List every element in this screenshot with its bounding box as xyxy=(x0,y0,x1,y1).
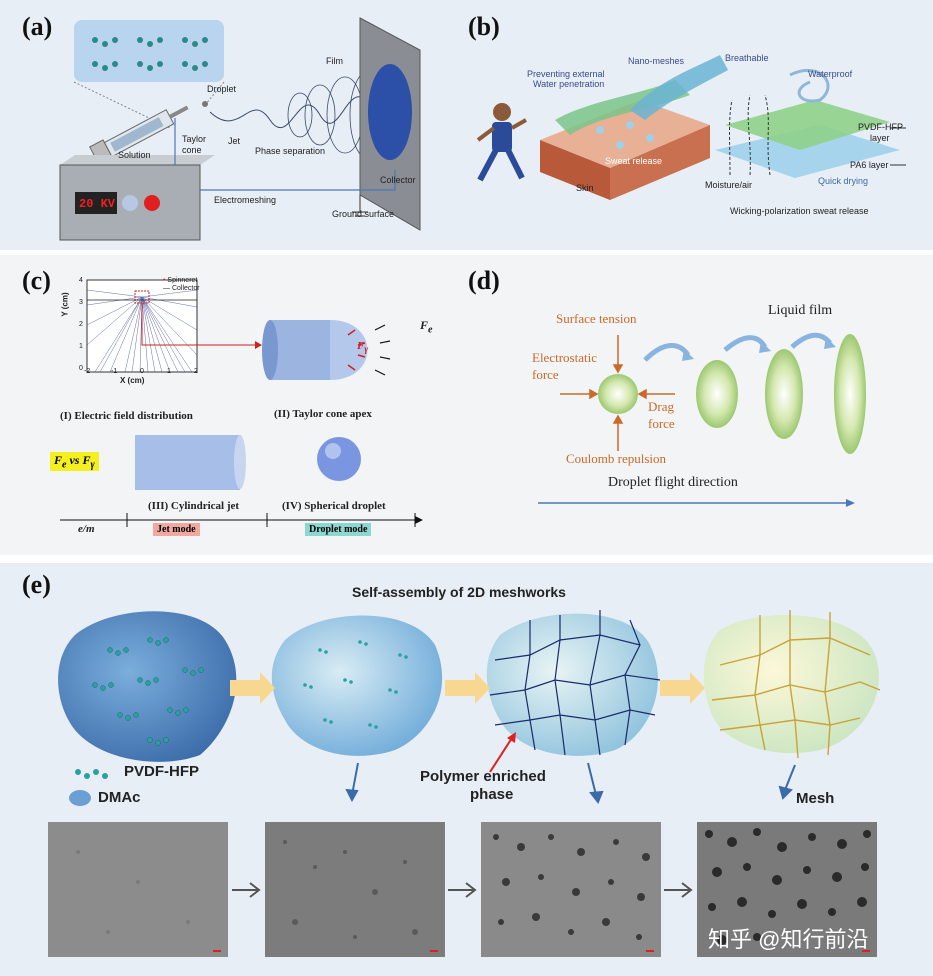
label-solution: Solution xyxy=(118,150,151,160)
c-legend-spinneret-text: Spinneret xyxy=(167,277,198,284)
legend-dmac: DMAc xyxy=(98,789,141,806)
c-ytick-3: 3 xyxy=(79,299,83,306)
fe-vs-fgamma-badge: Fe vs Fγ xyxy=(50,452,99,472)
c-legend-collector-text: Collector xyxy=(171,285,200,292)
c-xtick-m1: -1 xyxy=(111,368,118,375)
panel-label-b: (b) xyxy=(468,12,500,41)
label-quick-drying: Quick drying xyxy=(818,176,869,186)
sem-texture-3 xyxy=(481,822,661,957)
badge-fe: F xyxy=(54,453,63,467)
c-ytick-1: 1 xyxy=(79,343,83,350)
label-droplet: Droplet xyxy=(207,84,237,94)
sem-image-1 xyxy=(48,822,228,957)
caption-electric-field: (I) Electric field distribution xyxy=(60,410,193,422)
c-xtick-m2: -2 xyxy=(84,368,91,375)
jet-mode-badge: Jet mode xyxy=(153,523,200,536)
label-pvdf-layer-1: PVDF-HFP xyxy=(858,122,903,132)
fg-subscript: γ xyxy=(364,344,369,355)
c-xtick-2: 2 xyxy=(194,368,198,375)
sem-texture-4 xyxy=(697,822,877,957)
caption-cylindrical-jet: (III) Cylindrical jet xyxy=(148,500,240,512)
label-drag-1: Drag xyxy=(648,399,674,414)
label-polymer-enriched-1: Polymer enriched xyxy=(420,768,546,785)
sem-image-3 xyxy=(481,822,661,957)
panel-label-d: (d) xyxy=(468,266,500,295)
c-xtick-1: 1 xyxy=(167,368,171,375)
badge-fg-sub: γ xyxy=(90,459,95,471)
c-ytick-0: 0 xyxy=(79,365,83,372)
c-ytick-4: 4 xyxy=(79,277,83,284)
label-liquid-film: Liquid film xyxy=(768,303,833,318)
electrospinning-setup-illustration xyxy=(59,17,421,241)
droplet-deformation-illustration xyxy=(538,332,866,507)
label-ground-surface: Ground surface xyxy=(332,209,395,219)
fe-symbol: F xyxy=(420,318,429,332)
label-electrostatic-1: Electrostatic xyxy=(532,350,597,365)
fg-symbol: F xyxy=(357,340,365,352)
label-pa6-layer: PA6 layer xyxy=(850,160,889,170)
label-taylor-cone-2: cone xyxy=(182,145,202,155)
panel-label-e: (e) xyxy=(22,570,51,599)
label-jet: Jet xyxy=(228,136,241,146)
sem-texture-1 xyxy=(48,822,228,957)
label-pvdf-layer-2: layer xyxy=(870,133,890,143)
label-coulomb: Coulomb repulsion xyxy=(566,451,667,466)
panel-label-c: (c) xyxy=(22,266,51,295)
e-title: Self-assembly of 2D meshworks xyxy=(352,584,566,600)
c-xtick-0: 0 xyxy=(140,368,144,375)
label-electromeshing: Electromeshing xyxy=(214,195,277,205)
legend-pvdf-hfp: PVDF-HFP xyxy=(124,763,199,780)
sem-texture-2 xyxy=(265,822,445,957)
collector-line-icon: — xyxy=(163,285,172,292)
badge-fe-sub: e xyxy=(62,459,67,471)
label-breathable: Breathable xyxy=(725,53,769,63)
label-film: Film xyxy=(326,56,343,66)
label-wicking: Wicking-polarization sweat release xyxy=(730,206,869,216)
panel-label-a: (a) xyxy=(22,12,53,41)
c-xlabel: X (cm) xyxy=(120,376,145,385)
label-mesh: Mesh xyxy=(796,790,835,807)
label-surface-tension: Surface tension xyxy=(556,311,637,326)
c-legend-collector: — Collector xyxy=(163,285,200,292)
label-nano-meshes: Nano-meshes xyxy=(628,56,685,66)
taylor-cone-illustration xyxy=(60,279,423,527)
label-preventing-2: Water penetration xyxy=(533,79,605,89)
label-sweat-release: Sweat release xyxy=(605,156,663,166)
label-em: e/m xyxy=(78,523,95,535)
label-phase-separation: Phase separation xyxy=(255,146,326,156)
sem-image-2 xyxy=(265,822,445,957)
c-ylabel: Y (cm) xyxy=(60,292,70,317)
caption-taylor-cone: (II) Taylor cone apex xyxy=(274,408,372,420)
label-drag-2: force xyxy=(648,416,675,431)
badge-vs: vs xyxy=(69,453,80,467)
label-fgamma: Fγ xyxy=(357,340,368,354)
label-collector: Collector xyxy=(380,175,416,185)
badge-fg: F xyxy=(82,453,91,467)
droplet-mode-badge: Droplet mode xyxy=(305,523,372,536)
breathable-membrane-illustration xyxy=(476,55,906,200)
label-flight-direction: Droplet flight direction xyxy=(608,475,738,490)
spinneret-marker-icon: • xyxy=(163,277,168,284)
label-polymer-enriched-2: phase xyxy=(470,786,514,803)
watermark: 知乎 @知行前沿 xyxy=(708,927,869,952)
label-electrostatic-2: force xyxy=(532,367,559,382)
c-ytick-2: 2 xyxy=(79,321,83,328)
label-fe: Fe xyxy=(420,318,432,335)
label-skin: Skin xyxy=(576,183,594,193)
self-assembly-illustration xyxy=(58,610,881,806)
c-legend-spinneret: • Spinneret xyxy=(163,277,197,284)
sem-arrows xyxy=(232,882,693,898)
fe-subscript: e xyxy=(428,324,433,336)
caption-spherical-droplet: (IV) Spherical droplet xyxy=(282,500,386,512)
label-waterproof: Waterproof xyxy=(808,69,853,79)
sem-image-4 xyxy=(697,822,877,957)
label-preventing-1: Preventing external xyxy=(527,69,605,79)
voltage-display: 20 KV xyxy=(79,197,116,211)
label-taylor-cone-1: Taylor xyxy=(182,134,207,144)
label-moisture-air: Moisture/air xyxy=(705,180,753,190)
